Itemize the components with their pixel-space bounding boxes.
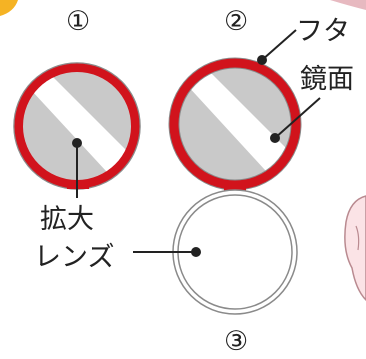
- mirror-one-reflection-stripe: [23, 72, 131, 180]
- mirror-two: [168, 57, 302, 196]
- mirror-leader-line: [274, 97, 321, 139]
- mirror-dot: [270, 133, 280, 143]
- mirror-one-dot: [72, 138, 82, 148]
- lens-label-line1: 拡大: [40, 204, 94, 235]
- mirror-two-number: ②: [224, 6, 248, 37]
- lid-dot: [257, 55, 267, 65]
- lens-label-line2: レンズ: [34, 242, 114, 273]
- mirror-two-reflection-stripe: [179, 68, 291, 180]
- mirror-one-number: ①: [66, 6, 90, 37]
- lens-number: ③: [224, 326, 248, 357]
- corner-decoration-top-right: [330, 0, 366, 10]
- lid-label: フタ: [296, 16, 350, 47]
- corner-decoration-top-left: [0, 0, 18, 16]
- lid-leader-line: [261, 29, 297, 61]
- mirror-label: 鏡面: [300, 64, 354, 95]
- lens-dot: [191, 247, 201, 257]
- character-illustration-partial: [344, 195, 366, 302]
- leader-dots: [72, 55, 280, 257]
- leader-lines: [76, 29, 321, 253]
- magnifying-lens: [172, 189, 298, 315]
